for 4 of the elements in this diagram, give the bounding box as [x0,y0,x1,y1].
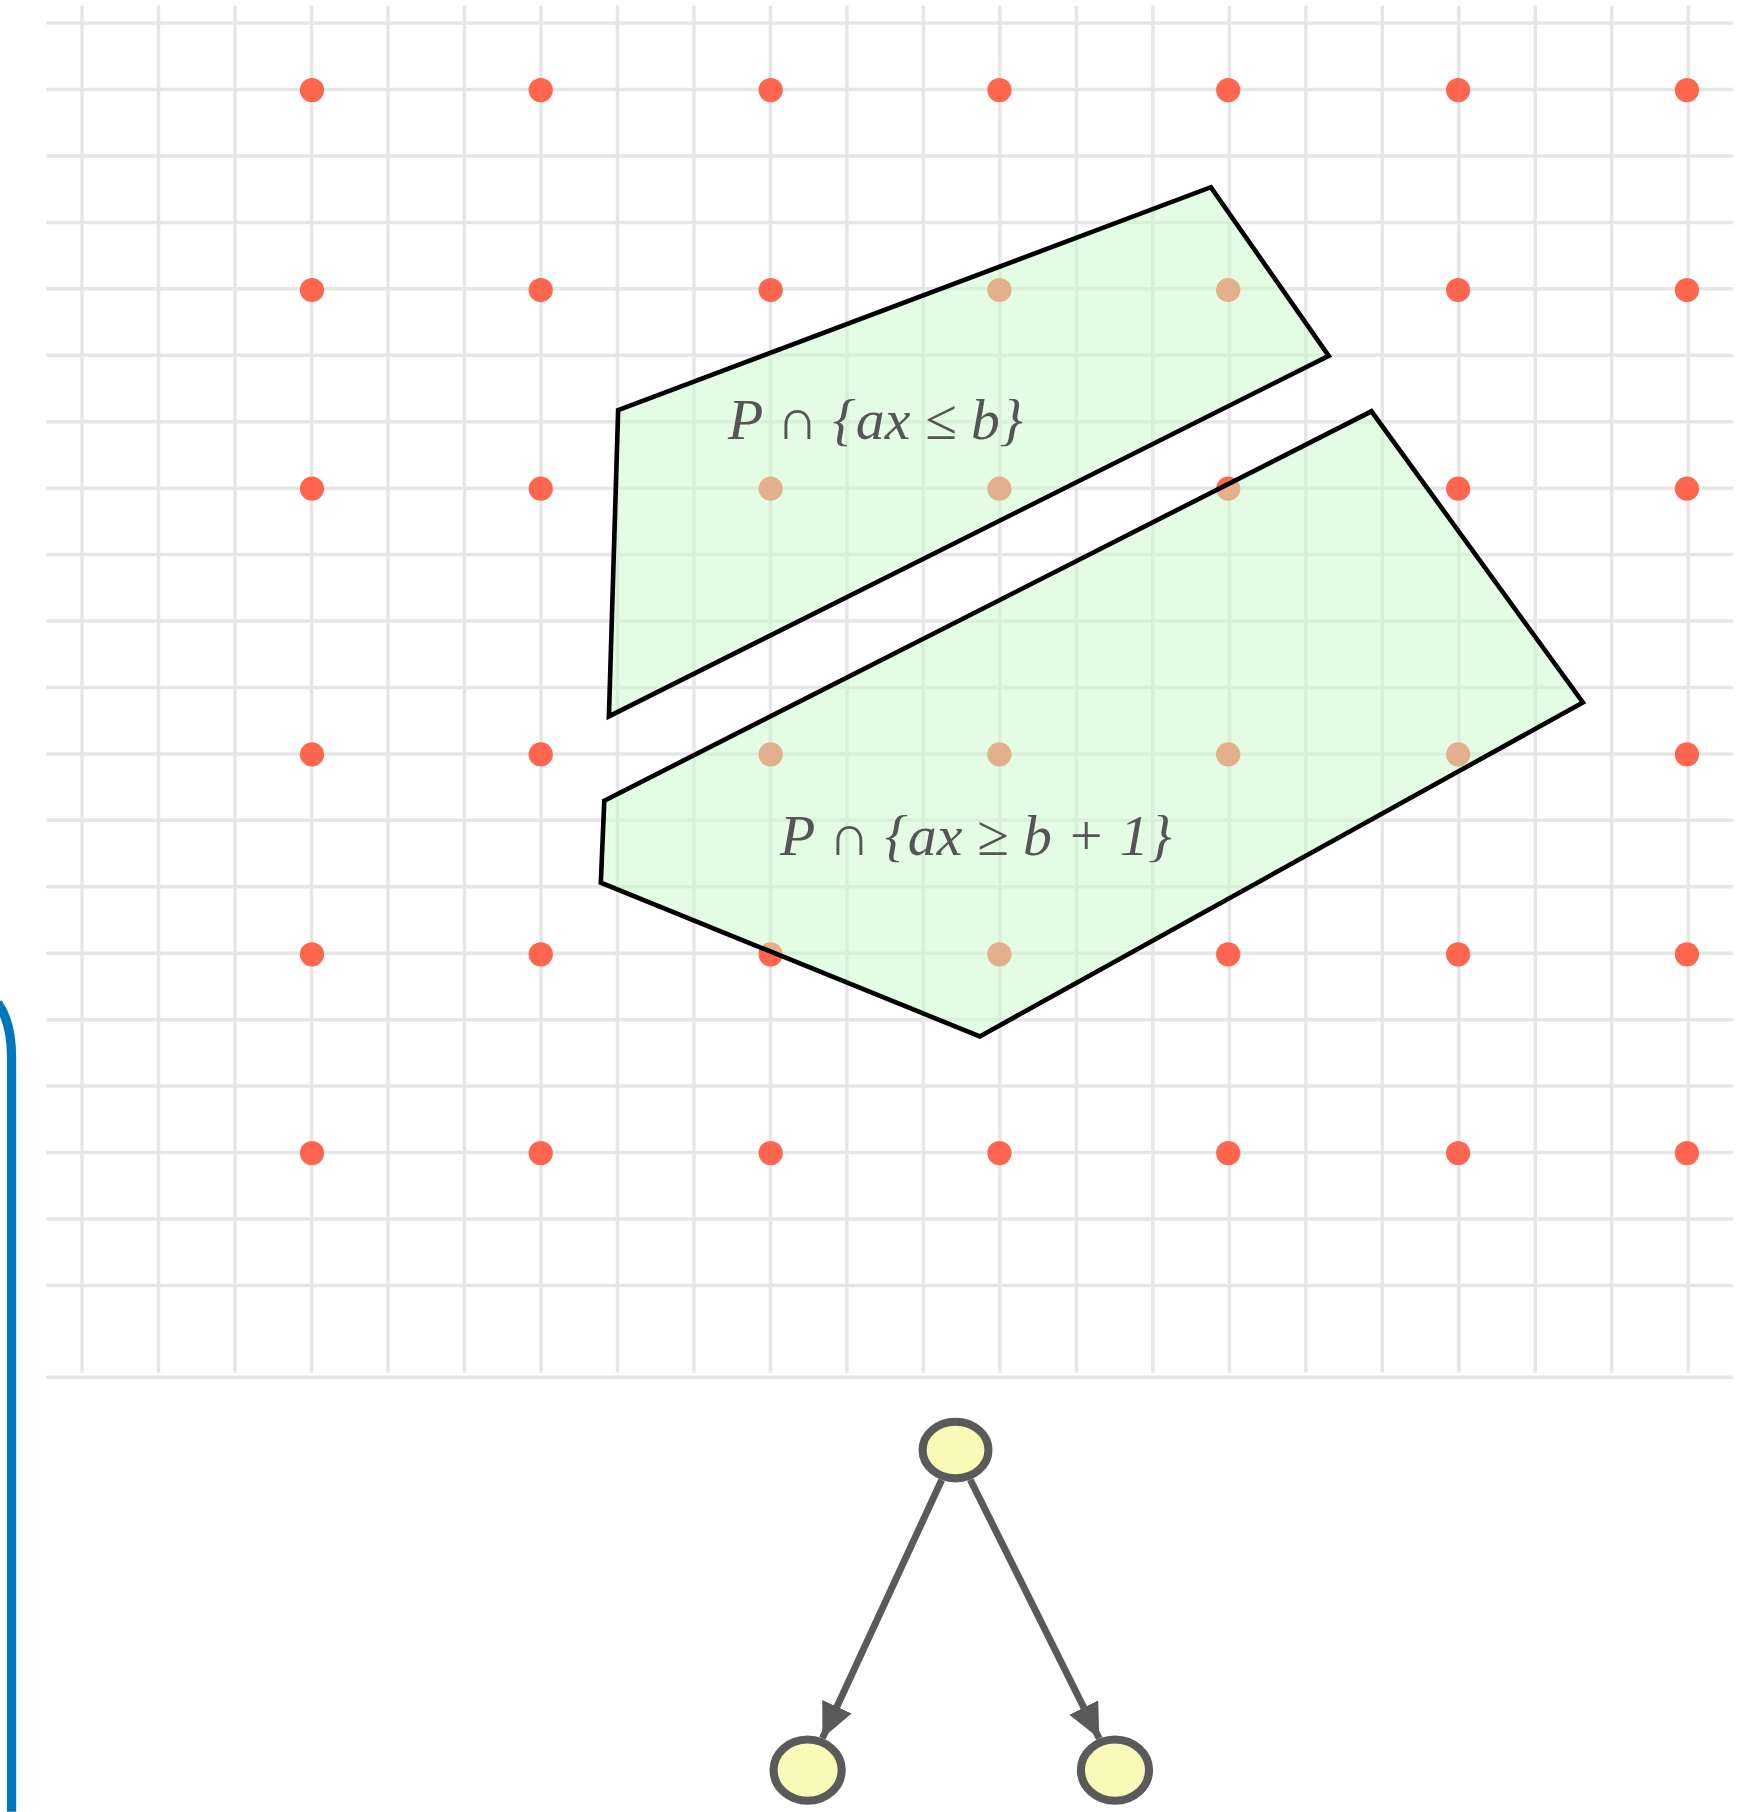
arrow [819,1478,945,1740]
region-label: P ∩ {ax ≤ b} [727,390,1023,449]
arrow [967,1478,1103,1741]
region-label: P ∩ {ax ≥ b + 1} [779,806,1172,865]
